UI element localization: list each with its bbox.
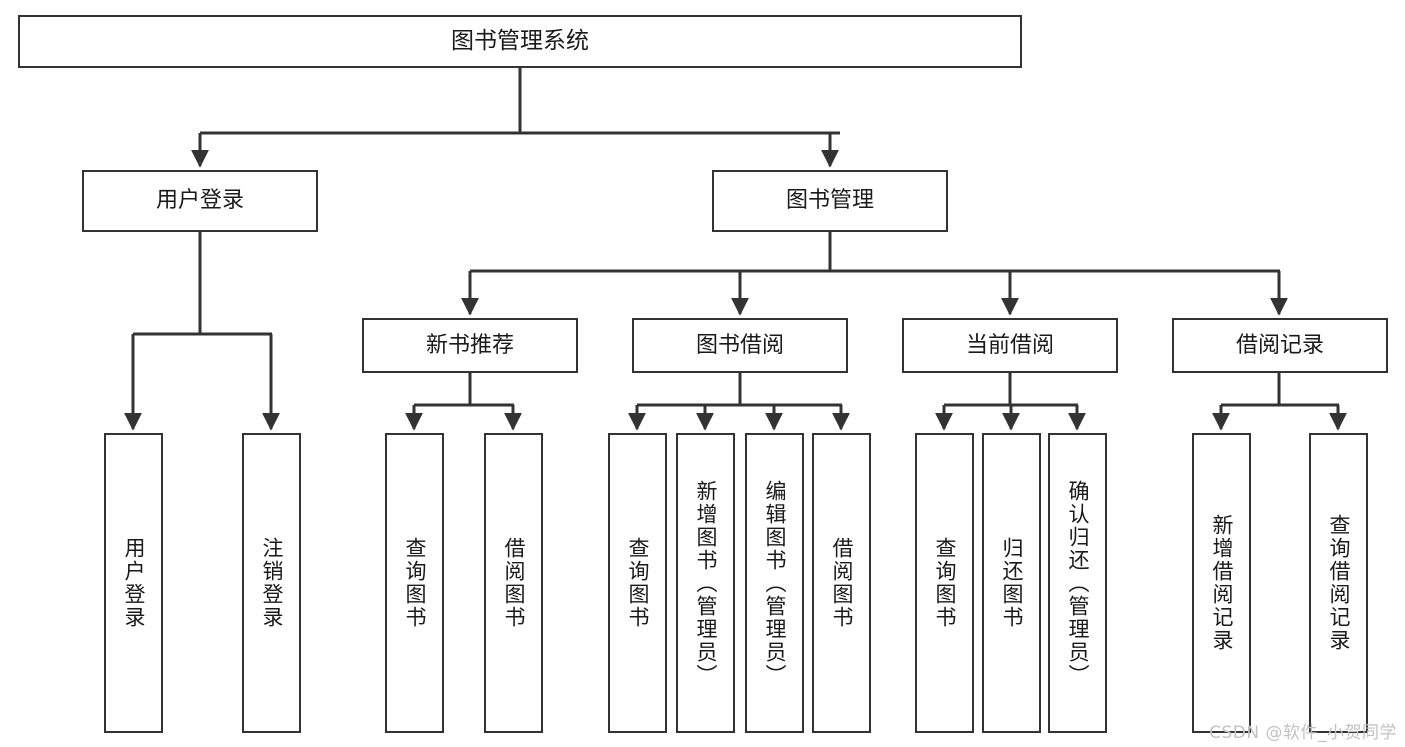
leaf-user-login-login[interactable]: 用户登录 [104,433,163,733]
node-user-login[interactable]: 用户登录 [82,170,318,232]
node-book-borrow-label: 图书借阅 [695,332,784,358]
node-book-management-label: 图书管理 [785,188,874,214]
leaf-user-login-login-label: 用户登录 [122,537,146,629]
leaf-book-borrow-query-label: 查询图书 [626,537,650,629]
node-book-management[interactable]: 图书管理 [712,170,948,232]
leaf-book-borrow-edit-label: 编辑图书（管理员） [763,479,787,687]
leaf-new-book-borrow[interactable]: 借阅图书 [484,433,543,733]
leaf-borrow-record-query[interactable]: 查询借阅记录 [1309,433,1368,733]
node-borrow-record[interactable]: 借阅记录 [1172,318,1388,373]
leaf-book-borrow-borrow[interactable]: 借阅图书 [812,433,871,733]
node-user-login-label: 用户登录 [155,188,244,214]
node-root-label: 图书管理系统 [451,27,589,54]
node-current-borrow[interactable]: 当前借阅 [902,318,1118,373]
leaf-current-borrow-return-label: 归还图书 [1000,537,1024,629]
leaf-user-login-logout-label: 注销登录 [260,537,284,629]
leaf-current-borrow-return[interactable]: 归还图书 [982,433,1041,733]
leaf-current-borrow-confirm-return-label: 确认归还（管理员） [1066,479,1090,687]
leaf-borrow-record-query-label: 查询借阅记录 [1327,514,1351,652]
leaf-new-book-query[interactable]: 查询图书 [385,433,444,733]
leaf-current-borrow-confirm-return[interactable]: 确认归还（管理员） [1048,433,1107,733]
leaf-new-book-borrow-label: 借阅图书 [502,537,526,629]
leaf-book-borrow-borrow-label: 借阅图书 [830,537,854,629]
node-new-book-recommend-label: 新书推荐 [425,332,514,358]
node-root[interactable]: 图书管理系统 [18,15,1022,68]
leaf-book-borrow-add-label: 新增图书（管理员） [694,479,718,687]
leaf-borrow-record-add[interactable]: 新增借阅记录 [1192,433,1251,733]
node-book-borrow[interactable]: 图书借阅 [632,318,848,373]
node-borrow-record-label: 借阅记录 [1235,332,1324,358]
watermark: CSDN @软件_小贺同学 [1209,723,1397,743]
leaf-book-borrow-add[interactable]: 新增图书（管理员） [676,433,735,733]
leaf-borrow-record-add-label: 新增借阅记录 [1210,514,1234,652]
leaf-book-borrow-edit[interactable]: 编辑图书（管理员） [745,433,804,733]
leaf-book-borrow-query[interactable]: 查询图书 [608,433,667,733]
node-current-borrow-label: 当前借阅 [965,332,1054,358]
node-new-book-recommend[interactable]: 新书推荐 [362,318,578,373]
leaf-user-login-logout[interactable]: 注销登录 [242,433,301,733]
leaf-new-book-query-label: 查询图书 [403,537,427,629]
leaf-current-borrow-query-label: 查询图书 [933,537,957,629]
leaf-current-borrow-query[interactable]: 查询图书 [915,433,974,733]
